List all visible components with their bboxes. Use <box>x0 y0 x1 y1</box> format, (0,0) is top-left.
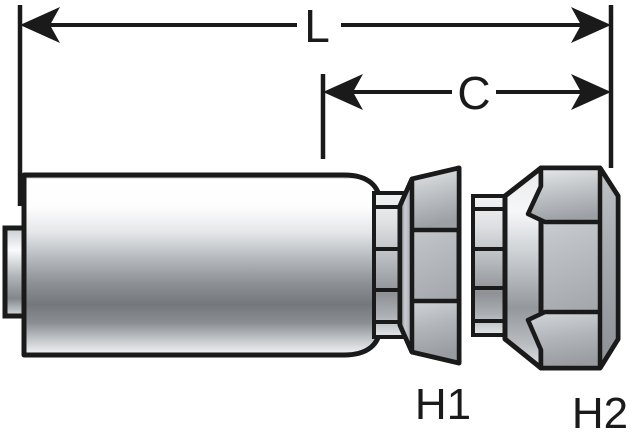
arrowhead-left-c <box>323 74 363 110</box>
arrowhead-left-l <box>20 7 60 43</box>
hex-nut-h1 <box>397 165 462 366</box>
hex-label-h2: H2 <box>572 389 628 438</box>
arrowhead-right-l <box>571 7 611 43</box>
dimension-coupling-length: C <box>320 67 611 159</box>
dimension-overall-length: L <box>17 0 614 206</box>
hex-size-labels: H1 H2 <box>415 380 628 438</box>
dimension-label-l: L <box>304 0 330 52</box>
hex-label-h1: H1 <box>415 380 471 429</box>
arrowhead-right-c <box>571 74 611 110</box>
dimension-label-c: C <box>457 67 490 119</box>
ferrule-body-outline <box>21 172 383 358</box>
hex-nut-h2-right-chamfer <box>597 165 621 371</box>
hex-nut-h2 <box>502 165 621 371</box>
hex-nut-h1-left-chamfer <box>397 176 415 355</box>
crimped-ferrule-body <box>21 172 383 358</box>
